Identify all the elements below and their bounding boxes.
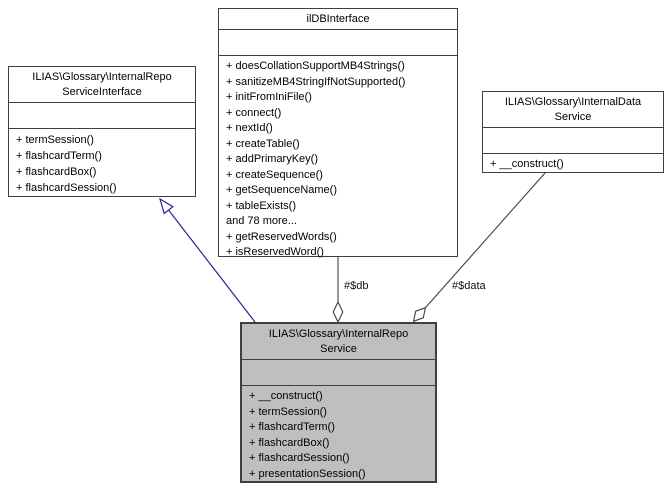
method-row: + __construct()	[249, 390, 323, 402]
class-title-line: ilDBInterface	[306, 13, 370, 25]
method-row: + flashcardBox()	[249, 436, 330, 449]
method-row: + connect()	[226, 106, 282, 119]
method-row: + createTable()	[226, 137, 300, 150]
class-title-line: Service	[554, 111, 592, 123]
edge-label-db: #$db	[344, 280, 369, 292]
methods-compartment: + __construct() + termSession() + flashc…	[242, 386, 435, 482]
attributes-compartment	[483, 128, 663, 154]
method-row: + getReservedWords()	[226, 230, 337, 243]
method-row: + createSequence()	[226, 168, 323, 181]
method-row: + termSession()	[249, 405, 327, 418]
class-title-line: ILIAS\Glossary\InternalData	[504, 96, 642, 108]
method-row: + flashcardTerm()	[16, 150, 102, 162]
attributes-compartment	[219, 30, 457, 56]
class-title: ilDBInterface	[219, 9, 457, 30]
class-title: ILIAS\Glossary\InternalData Service	[483, 92, 663, 128]
methods-compartment: + __construct()	[483, 154, 663, 173]
method-row-more: and 78 more...	[226, 215, 297, 227]
method-row: + addPrimaryKey()	[226, 153, 319, 165]
class-box-internal-repo-service-interface[interactable]: ILIAS\Glossary\InternalRepo ServiceInter…	[8, 66, 196, 197]
data-diamond-icon	[412, 306, 427, 323]
method-row: + presentationSession()	[249, 467, 366, 480]
method-row: + doesCollationSupportMB4Strings()	[226, 60, 405, 72]
method-row: + nextId()	[226, 122, 273, 134]
methods-compartment: + doesCollationSupportMB4Strings() + san…	[219, 56, 457, 261]
class-title: ILIAS\Glossary\InternalRepo Service	[242, 324, 435, 360]
class-title-line: Service	[320, 343, 357, 355]
method-row: + getSequenceName()	[226, 184, 337, 196]
method-row: + termSession()	[16, 134, 94, 146]
method-row: + flashcardBox()	[16, 166, 97, 178]
class-title: ILIAS\Glossary\InternalRepo ServiceInter…	[9, 67, 195, 103]
inheritance-arrowhead-icon	[159, 197, 174, 215]
method-row: + sanitizeMB4StringIfNotSupported()	[226, 75, 406, 88]
methods-compartment: + termSession() + flashcardTerm() + flas…	[9, 129, 195, 196]
method-row: + flashcardSession()	[249, 452, 350, 464]
method-row: + flashcardSession()	[16, 182, 117, 194]
method-row: + flashcardTerm()	[249, 421, 335, 433]
method-row: + initFromIniFile()	[226, 91, 312, 103]
class-title-line: ILIAS\Glossary\InternalRepo	[268, 328, 409, 340]
class-box-internal-repo-service[interactable]: ILIAS\Glossary\InternalRepo Service + __…	[240, 322, 437, 483]
class-title-line: ServiceInterface	[62, 86, 142, 98]
attributes-compartment	[242, 360, 435, 386]
class-title-line: ILIAS\Glossary\InternalRepo	[32, 71, 172, 83]
method-row: + isReservedWord()	[226, 246, 324, 258]
method-row: + tableExists()	[226, 199, 296, 212]
class-box-ildbinterface[interactable]: ilDBInterface + doesCollationSupportMB4S…	[218, 8, 458, 258]
db-diamond-icon	[332, 300, 344, 324]
method-row: + __construct()	[490, 158, 564, 170]
class-box-internal-data-service[interactable]: ILIAS\Glossary\InternalData Service + __…	[482, 91, 664, 173]
attributes-compartment	[9, 103, 195, 129]
edge-label-data: #$data	[452, 280, 486, 292]
